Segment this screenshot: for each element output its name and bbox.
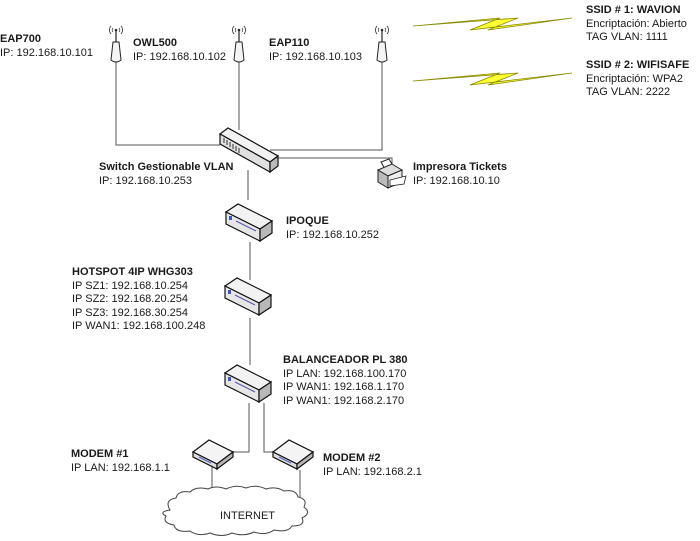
ipoque-ip: IP: 192.168.10.252 [286,228,379,241]
wire-balanceador-modem2 [263,403,276,453]
wire-switch-printer [275,157,393,170]
printer-label: Impresora Tickets IP: 192.168.10.10 [413,161,507,188]
ssid1-label: SSID # 1: WAVION Encriptación: Abierto T… [586,4,687,45]
hotspot-device-icon [223,277,273,317]
ssid1-encryption: Encriptación: Abierto [586,17,687,30]
wire-eap110-switch [270,62,383,151]
printer-ip: IP: 192.168.10.10 [413,174,500,187]
switch-label: Switch Gestionable VLAN IP: 192.168.10.2… [99,161,233,188]
switch-title: Switch Gestionable VLAN [99,161,234,173]
owl500-title: OWL500 [133,37,178,49]
modem2-icon [271,439,315,471]
hotspot-ip-wan1: IP WAN1: 192.168.100.248 [72,320,206,332]
ipoque-label: IPOQUE IP: 192.168.10.252 [286,215,379,242]
eap700-ip: IP: 192.168.10.101 [0,46,93,59]
ssid2-title: SSID # 2: WIFISAFE [586,59,690,71]
ssid2-vlan: TAG VLAN: 2222 [586,86,671,98]
internet-label: INTERNET [220,510,275,522]
eap110-title: EAP110 [269,37,310,49]
printer-icon [376,158,407,189]
ssid1-vlan: TAG VLAN: 1111 [586,31,668,43]
modem2-label: MODEM #2 IP LAN: 192.168.2.1 [323,452,422,479]
hotspot-ip-sz2: IP SZ2: 192.168.20.254 [72,293,188,305]
modem1-label: MODEM #1 IP LAN: 192.168.1.1 [71,448,170,475]
modem1-title: MODEM #1 [71,448,129,460]
lightning-ssid2 [412,72,573,86]
balanceador-title: BALANCEADOR PL 380 [283,354,408,366]
modem1-ip: IP LAN: 192.168.1.1 [71,461,170,474]
ipoque-title: IPOQUE [286,215,329,227]
antenna-icon [375,25,389,63]
modem1-icon [191,439,235,471]
balanceador-ip-wan2: IP WAN1: 192.168.2.170 [283,394,405,407]
hotspot-ip-sz3: IP SZ3: 192.168.30.254 [72,306,188,319]
wire-balanceador-modem1 [233,403,250,453]
eap110-label: EAP110 IP: 192.168.10.103 [269,37,362,64]
lightning-ssid1 [412,17,573,31]
balanceador-device-icon [223,364,273,404]
ssid2-encryption: Encriptación: WPA2 [586,72,684,85]
wire-eap700-switch [115,62,220,146]
ipoque-device-icon [224,203,274,243]
antenna-icon [109,25,123,63]
printer-title: Impresora Tickets [413,161,507,173]
eap110-ip: IP: 192.168.10.103 [269,50,362,63]
ssid2-label: SSID # 2: WIFISAFE Encriptación: WPA2 TA… [586,59,689,100]
balanceador-ip-lan: IP LAN: 192.168.100.170 [283,367,407,380]
switch-icon [218,127,280,174]
hotspot-label: HOTSPOT 4IP WHG303 IP SZ1: 192.168.10.25… [72,266,205,334]
internet-cloud-icon [162,485,308,536]
balanceador-ip-wan1: IP WAN1: 192.168.1.170 [283,381,405,393]
ssid1-title: SSID # 1: WAVION [586,4,681,16]
switch-ip: IP: 192.168.10.253 [99,174,192,187]
owl500-label: OWL500 IP: 192.168.10.102 [133,37,226,64]
owl500-ip: IP: 192.168.10.102 [133,50,226,63]
balanceador-label: BALANCEADOR PL 380 IP LAN: 192.168.100.1… [283,354,408,408]
eap700-title: EAP700 [0,33,41,45]
modem2-ip: IP LAN: 192.168.2.1 [323,465,422,478]
eap700-label: EAP700 IP: 192.168.10.101 [0,33,93,60]
hotspot-ip-sz1: IP SZ1: 192.168.10.254 [72,279,188,292]
modem2-title: MODEM #2 [323,452,381,464]
hotspot-title: HOTSPOT 4IP WHG303 [72,266,193,278]
antenna-icon [232,25,246,63]
